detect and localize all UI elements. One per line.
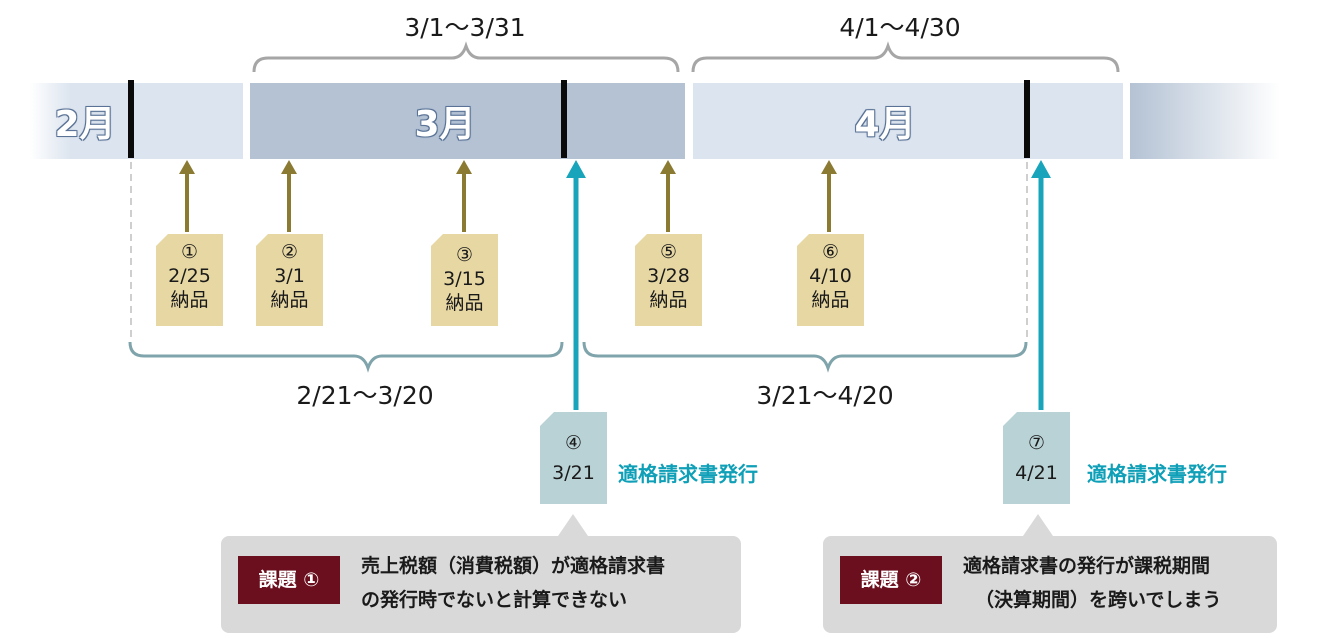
invoice-label-2: 適格請求書発行 bbox=[1087, 462, 1227, 486]
callout-pointer-2 bbox=[1023, 514, 1053, 536]
delivery-num: ② bbox=[280, 241, 299, 263]
range-april-calendar: 4/1～4/30 bbox=[839, 13, 961, 42]
issue-line: の発行時でないと計算できない bbox=[361, 589, 628, 611]
month-label-mar: 3月 bbox=[414, 104, 476, 145]
issue-callout-2: 課題 ② 適格請求書の発行が課税期間 （決算期間）を跨いでしまう bbox=[823, 536, 1277, 633]
delivery-num: ⑤ bbox=[659, 241, 678, 263]
range-period-2: 3/21～4/20 bbox=[756, 381, 894, 410]
invoice-num: ④ bbox=[564, 432, 583, 454]
issue-text-2: 適格請求書の発行が課税期間 （決算期間）を跨いでしまう bbox=[963, 549, 1221, 617]
month-label-apr: 4月 bbox=[854, 104, 916, 145]
issue-badge-1: 課題 ① bbox=[238, 556, 340, 604]
range-march-calendar: 3/1～3/31 bbox=[404, 13, 526, 42]
closing-tick-apr20 bbox=[1024, 80, 1030, 158]
timeline-may-fade bbox=[1130, 83, 1280, 159]
timeline-feb-late bbox=[132, 83, 243, 159]
callout-pointer-1 bbox=[558, 514, 588, 536]
brace-period-2 bbox=[582, 341, 1028, 373]
delivery-num: ① bbox=[180, 241, 199, 263]
delivery-date: 3/1 bbox=[274, 265, 305, 287]
brace-march bbox=[252, 41, 680, 73]
invoice-date: 4/21 bbox=[1015, 462, 1058, 484]
invoice-num: ⑦ bbox=[1027, 432, 1046, 454]
closing-tick-mar20 bbox=[561, 80, 567, 158]
issue-badge-2: 課題 ② bbox=[840, 556, 942, 604]
range-period-1: 2/21～3/20 bbox=[296, 381, 434, 410]
issue-line: 適格請求書の発行が課税期間 bbox=[963, 555, 1211, 577]
brace-period-1 bbox=[128, 341, 564, 373]
delivery-tag-3: ③ 3/15 納品 bbox=[431, 234, 498, 326]
invoice-label-1: 適格請求書発行 bbox=[618, 462, 758, 486]
issue-text-1: 売上税額（消費税額）が適格請求書 の発行時でないと計算できない bbox=[361, 549, 665, 617]
delivery-date: 4/10 bbox=[809, 265, 852, 287]
invoice-tag-7: ⑦ 4/21 bbox=[1003, 412, 1070, 504]
delivery-label: 納品 bbox=[649, 289, 688, 311]
invoice-tag-4: ④ 3/21 bbox=[540, 412, 607, 504]
delivery-label: 納品 bbox=[445, 292, 484, 314]
delivery-num: ③ bbox=[455, 244, 474, 266]
delivery-label: 納品 bbox=[811, 289, 850, 311]
closing-tick-feb20 bbox=[128, 80, 134, 158]
delivery-tag-2: ② 3/1 納品 bbox=[256, 234, 323, 326]
timeline-feb-fade bbox=[30, 83, 132, 159]
delivery-label: 納品 bbox=[170, 289, 209, 311]
delivery-num: ⑥ bbox=[821, 241, 840, 263]
delivery-tag-5: ⑤ 3/28 納品 bbox=[635, 234, 702, 326]
timeline-april bbox=[693, 83, 1123, 159]
month-label-feb: 2月 bbox=[54, 104, 116, 145]
timeline-march bbox=[250, 83, 685, 159]
delivery-date: 2/25 bbox=[168, 265, 211, 287]
delivery-tag-6: ⑥ 4/10 納品 bbox=[797, 234, 864, 326]
invoice-date: 3/21 bbox=[552, 462, 595, 484]
delivery-tag-1: ① 2/25 納品 bbox=[156, 234, 223, 326]
delivery-label: 納品 bbox=[270, 289, 309, 311]
delivery-date: 3/28 bbox=[647, 265, 690, 287]
delivery-date: 3/15 bbox=[443, 268, 486, 290]
brace-april bbox=[691, 41, 1120, 73]
issue-callout-1: 課題 ① 売上税額（消費税額）が適格請求書 の発行時でないと計算できない bbox=[221, 536, 741, 633]
issue-line: 売上税額（消費税額）が適格請求書 bbox=[361, 555, 666, 577]
issue-line: （決算期間）を跨いでしまう bbox=[975, 589, 1222, 611]
